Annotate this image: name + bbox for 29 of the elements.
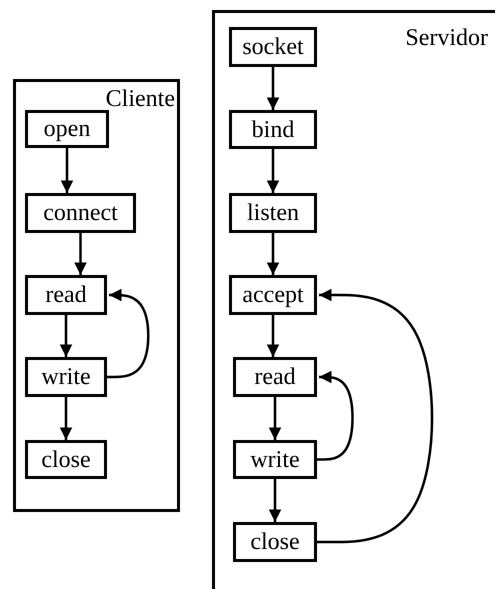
process-box: accept xyxy=(229,275,317,315)
arrow xyxy=(74,233,87,275)
arrow xyxy=(266,315,280,357)
arrow xyxy=(107,288,150,378)
container-frame xyxy=(13,79,180,512)
process-box: close xyxy=(25,440,107,479)
process-box: write xyxy=(25,357,107,397)
arrow xyxy=(266,149,280,193)
arrow xyxy=(60,315,72,357)
process-box: connect xyxy=(25,193,136,233)
arrow xyxy=(268,397,282,440)
arrow xyxy=(268,479,282,522)
process-box: read xyxy=(25,275,107,315)
process-box: read xyxy=(233,357,317,397)
container-title: Servidor xyxy=(405,26,488,50)
arrow xyxy=(60,397,72,440)
container-title: Cliente xyxy=(106,87,175,111)
arrow xyxy=(317,370,354,461)
process-box: open xyxy=(25,110,109,148)
process-box: bind xyxy=(229,110,317,149)
arrow xyxy=(266,233,280,275)
process-box: close xyxy=(233,522,317,562)
arrow xyxy=(266,67,280,110)
process-box: socket xyxy=(229,27,317,67)
arrow xyxy=(317,288,434,544)
container-frame xyxy=(212,10,495,589)
process-box: write xyxy=(233,440,317,479)
arrow xyxy=(60,148,74,193)
process-box: listen xyxy=(229,193,317,233)
